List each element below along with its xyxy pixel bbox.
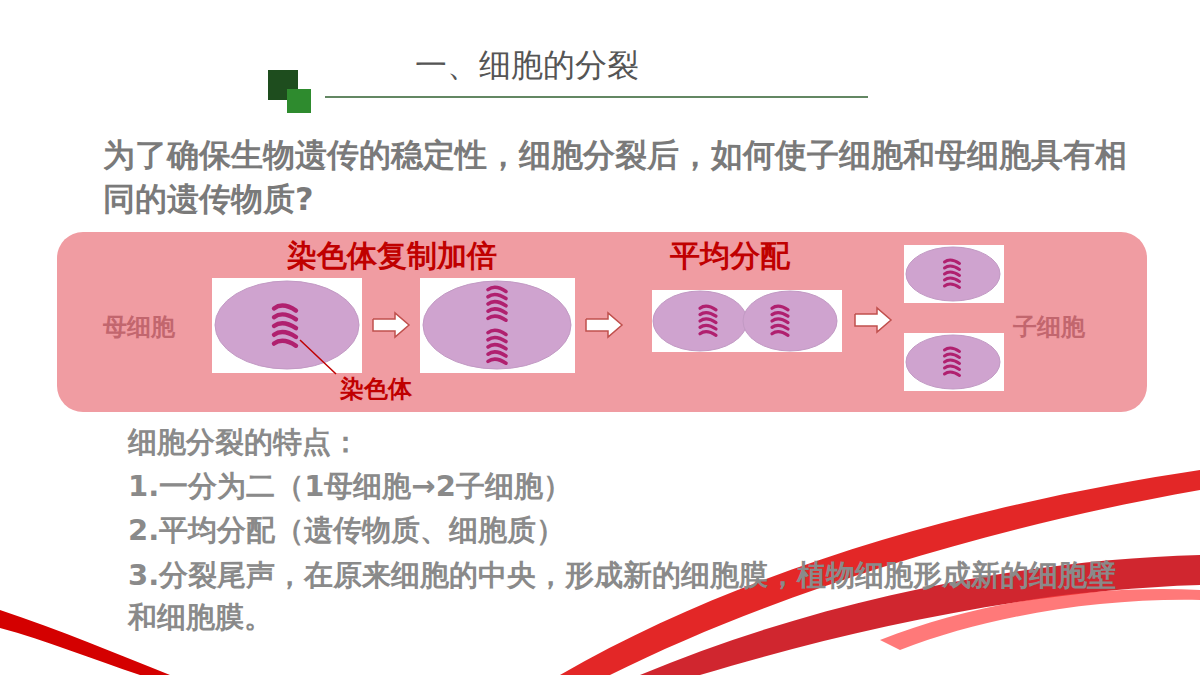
chromosome <box>700 306 716 335</box>
ribbon <box>880 589 1200 650</box>
photo-frame <box>420 278 575 373</box>
chromosome <box>488 287 506 320</box>
step-arrow <box>373 313 409 337</box>
step-arrow <box>855 308 891 332</box>
cell <box>743 291 837 351</box>
title-rule <box>325 96 868 98</box>
process-band: 染色体复制加倍 平均分配母细胞 子细胞染色体 <box>57 232 1147 412</box>
slide-title: 一、细胞的分裂 <box>415 44 639 88</box>
note-text: 3.分裂尾声，在原来细胞的中央，形成新的细胞膜，植物细胞形成新的细胞壁和细胞膜。 <box>128 554 1128 638</box>
cell <box>906 335 1000 389</box>
photo-frame <box>652 290 842 352</box>
cell-label: 母细胞 <box>103 311 175 343</box>
leader-line <box>300 340 336 374</box>
cell <box>215 281 359 369</box>
note-text: 细胞分裂的特点： <box>128 422 1128 462</box>
cell-label: 子细胞 <box>1013 311 1085 343</box>
cell <box>423 281 571 369</box>
chromosome <box>945 260 960 287</box>
photo-frame <box>904 333 1004 391</box>
cell-illustration <box>57 232 1147 412</box>
question-text: 为了确保生物遗传的稳定性，细胞分裂后，如何使子细胞和母细胞具有相同的遗传物质? <box>103 133 1143 221</box>
cell <box>653 291 747 351</box>
chromosome <box>945 348 960 375</box>
chromosome <box>488 330 506 363</box>
chromosome <box>772 306 788 335</box>
photo-frame <box>212 278 362 373</box>
green-square <box>287 89 311 113</box>
cell <box>906 247 1000 301</box>
part-label: 染色体 <box>340 373 412 405</box>
note-text: 1.一分为二（1母细胞→2子细胞） <box>128 466 1128 506</box>
step-arrow <box>586 313 622 337</box>
photo-frame <box>904 245 1004 303</box>
note-text: 2.平均分配（遗传物质、细胞质） <box>128 510 1128 550</box>
step-label: 染色体复制加倍 <box>287 236 497 277</box>
chromosome <box>274 306 296 346</box>
step-label: 平均分配 <box>670 236 790 277</box>
